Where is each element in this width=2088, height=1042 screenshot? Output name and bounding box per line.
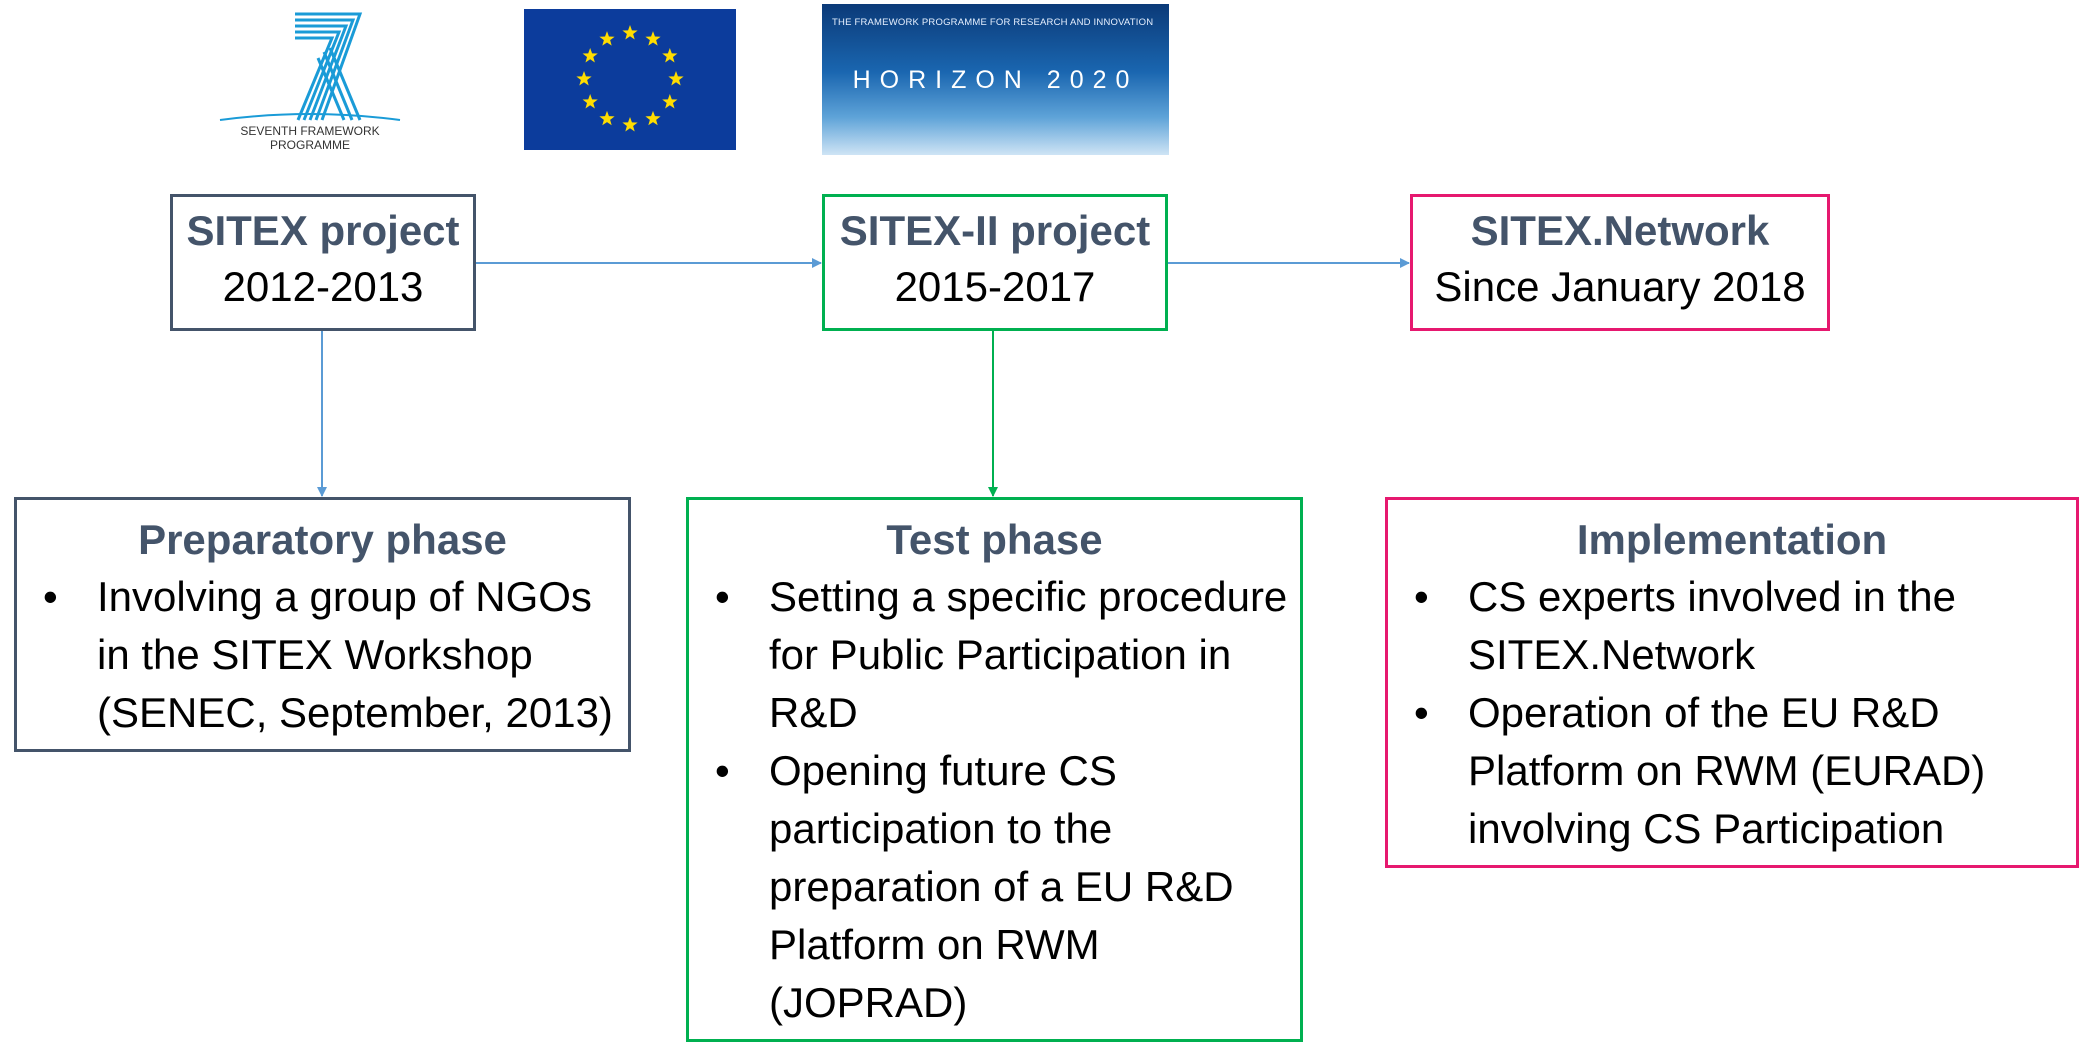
project-title: SITEX-II project — [839, 207, 1151, 254]
phase-bullet-list: CS experts involved in the SITEX.Network… — [1388, 568, 2076, 858]
eu-star — [645, 110, 661, 126]
project-box-sitex-network: SITEX.Network Since January 2018 — [1410, 194, 1830, 331]
phase-bullet-list: Involving a group of NGOs in the SITEX W… — [17, 568, 628, 742]
project-dates: 2012-2013 — [222, 263, 424, 310]
eu-star — [576, 71, 592, 86]
fp7-logo: SEVENTH FRAMEWORK PROGRAMME — [210, 8, 410, 153]
fp7-emblem-icon: SEVENTH FRAMEWORK PROGRAMME — [219, 12, 401, 152]
bullet-item: Involving a group of NGOs in the SITEX W… — [17, 568, 628, 742]
phase-heading: Test phase — [886, 516, 1103, 563]
eu-star — [662, 48, 678, 63]
bullet-item: Operation of the EU R&D Platform on RWM … — [1388, 684, 2076, 858]
bullet-item: Opening future CS participation to the p… — [689, 742, 1300, 1032]
eu-flag — [524, 9, 736, 150]
eu-star — [622, 117, 638, 132]
eu-star — [599, 110, 615, 126]
eu-star — [668, 71, 684, 86]
eu-star — [662, 94, 678, 109]
fp7-line1: SEVENTH FRAMEWORK — [240, 124, 379, 138]
project-dates: 2015-2017 — [894, 263, 1096, 310]
phase-box-test: Test phase Setting a specific procedure … — [686, 497, 1303, 1042]
phase-heading: Implementation — [1576, 516, 1888, 563]
horizon-tagline: THE FRAMEWORK PROGRAMME FOR RESEARCH AND… — [832, 17, 1154, 28]
fp7-line2: PROGRAMME — [270, 138, 350, 152]
bullet-item: CS experts involved in the SITEX.Network — [1388, 568, 2076, 684]
horizon-wordmark: HORIZON 2020 — [852, 66, 1139, 94]
eu-star — [582, 94, 598, 109]
project-title: SITEX.Network — [1470, 207, 1770, 254]
project-box-sitex: SITEX project 2012-2013 — [170, 194, 476, 331]
eu-stars-icon — [576, 25, 684, 132]
horizon-2020-logo: THE FRAMEWORK PROGRAMME FOR RESEARCH AND… — [822, 4, 1169, 155]
phase-bullet-list: Setting a specific procedure for Public … — [689, 568, 1300, 1032]
phase-box-implementation: Implementation CS experts involved in th… — [1385, 497, 2079, 868]
eu-star — [582, 48, 598, 63]
project-dates: Since January 2018 — [1434, 263, 1806, 310]
project-box-sitex-ii: SITEX-II project 2015-2017 — [822, 194, 1168, 331]
project-title: SITEX project — [186, 207, 460, 254]
eu-star — [645, 31, 661, 46]
bullet-item: Setting a specific procedure for Public … — [689, 568, 1300, 742]
eu-star — [599, 31, 615, 46]
phase-heading: Preparatory phase — [138, 516, 507, 563]
eu-star — [622, 25, 638, 40]
phase-box-preparatory: Preparatory phase Involving a group of N… — [14, 497, 631, 752]
